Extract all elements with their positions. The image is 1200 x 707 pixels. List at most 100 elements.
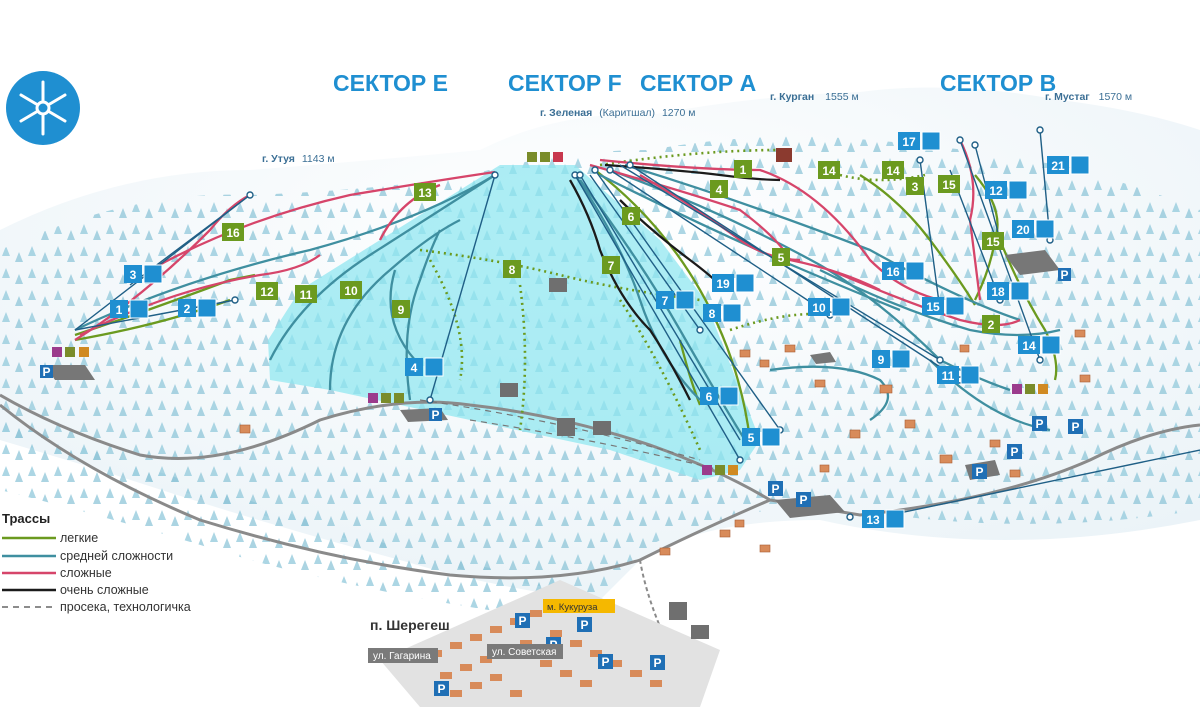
svg-text:просека, технологичка: просека, технологичка — [60, 600, 191, 614]
lift-label-12: 12 — [985, 180, 1028, 200]
parking-icon: P — [796, 492, 811, 507]
svg-text:21: 21 — [1051, 159, 1065, 173]
sector-b-title: СЕКТОР B — [940, 70, 1056, 96]
parking-icon: P — [429, 408, 442, 422]
ski-school-icon — [52, 347, 62, 357]
svg-text:4: 4 — [411, 361, 418, 375]
village-name: п. Шерегеш — [370, 617, 450, 633]
lift-label-5: 5 — [742, 427, 781, 447]
draglift-icon — [960, 365, 980, 385]
svg-text:P: P — [653, 656, 661, 670]
svg-text:P: P — [42, 365, 50, 379]
svg-text:13: 13 — [418, 186, 432, 200]
cafe-icon — [79, 347, 89, 357]
street-sovetskaya: ул. Советская — [487, 644, 563, 659]
draglift-icon — [891, 349, 911, 369]
snow-groomer-icon — [500, 383, 518, 397]
parking-icon: P — [515, 613, 530, 628]
draglift-icon — [905, 261, 925, 281]
trail-label-16: 16 — [222, 223, 244, 241]
chairlift-icon — [1008, 180, 1028, 200]
svg-text:4: 4 — [716, 183, 723, 197]
gondola-icon — [129, 299, 149, 319]
chairlift-icon — [945, 296, 965, 316]
svg-text:18: 18 — [991, 285, 1005, 299]
lift-label-6: 6 — [700, 386, 739, 406]
sector-f-title: СЕКТОР F — [508, 70, 622, 96]
svg-text:15: 15 — [926, 300, 940, 314]
svg-text:P: P — [771, 482, 779, 496]
trail-label-14a: 14 — [818, 161, 840, 179]
svg-text:6: 6 — [706, 390, 713, 404]
svg-text:16: 16 — [886, 265, 900, 279]
trail-label-4: 4 — [710, 180, 728, 198]
svg-text:7: 7 — [662, 294, 669, 308]
lower-road — [0, 403, 771, 580]
trail-label-15b: 15 — [982, 232, 1004, 250]
svg-text:10: 10 — [812, 301, 826, 315]
cafe-icon — [1038, 384, 1048, 394]
parking-signs: P P P P P P P P P P P P P P P — [40, 268, 1083, 696]
parking-icon: P — [1068, 419, 1083, 434]
market-kukuruza: м. Кукуруза — [543, 599, 615, 613]
svg-text:12: 12 — [989, 184, 1003, 198]
snow-groomer-icon — [549, 278, 567, 292]
svg-text:8: 8 — [509, 263, 516, 277]
svg-text:19: 19 — [716, 277, 730, 291]
trail-label-15a: 15 — [938, 175, 960, 193]
ski-school-icon — [1012, 384, 1022, 394]
first-aid-icon — [553, 152, 563, 162]
parking-icon: P — [1032, 416, 1047, 431]
svg-text:11: 11 — [942, 369, 955, 383]
svg-text:P: P — [437, 682, 445, 696]
parking-icon: P — [40, 365, 53, 379]
buildings — [239, 329, 1091, 556]
draglift-icon — [761, 427, 781, 447]
lift-label-20: 20 — [1012, 219, 1055, 239]
svg-text:9: 9 — [878, 353, 885, 367]
lift-label-1: 1 — [110, 299, 149, 319]
draglift-icon — [197, 298, 217, 318]
svg-text:13: 13 — [866, 513, 880, 527]
svg-text:средней сложности: средней сложности — [60, 549, 173, 563]
svg-text:P: P — [975, 465, 983, 479]
svg-text:16: 16 — [226, 226, 240, 240]
cross-country-icon — [669, 602, 687, 620]
easy-trails-dotted — [419, 148, 926, 451]
green-trail-labels: 1 2 3 4 5 6 7 8 9 10 11 12 13 14 14 15 1… — [222, 160, 1004, 333]
trail-label-7: 7 — [602, 256, 620, 274]
chairlift-icon — [143, 264, 163, 284]
svg-text:P: P — [580, 618, 588, 632]
wc-icon — [715, 465, 725, 475]
svg-text:P: P — [1060, 268, 1068, 282]
lift-label-10: 10 — [808, 297, 851, 317]
svg-text:легкие: легкие — [60, 531, 98, 545]
legend-item-service-path: просека, технологичка — [2, 600, 191, 614]
snow-groomer-icon — [691, 625, 709, 639]
lift-label-11: 11 — [937, 365, 980, 385]
restaurant-icon — [776, 148, 792, 162]
ski-school-icon — [368, 393, 378, 403]
parking-icon: P — [1007, 444, 1022, 459]
parking-icon: P — [1058, 268, 1071, 282]
svg-text:11: 11 — [300, 288, 313, 302]
peak-mustag: г. Мустаг 1570 м — [1045, 91, 1132, 103]
svg-text:5: 5 — [778, 251, 785, 265]
svg-text:P: P — [1071, 420, 1079, 434]
draglift-icon — [1041, 335, 1061, 355]
lift-label-4: 4 — [405, 357, 444, 377]
svg-text:P: P — [431, 408, 439, 422]
svg-text:P: P — [1035, 417, 1043, 431]
peak-mustag-name: г. Мустаг — [1045, 91, 1090, 103]
svg-text:ул. Гагарина: ул. Гагарина — [373, 651, 431, 662]
svg-text:8: 8 — [709, 307, 716, 321]
svg-text:9: 9 — [398, 303, 405, 317]
trail-label-10: 10 — [340, 281, 362, 299]
trail-label-6: 6 — [622, 207, 640, 225]
peak-zelenaya-height: 1270 м — [662, 107, 696, 119]
parking-icon: P — [598, 654, 613, 669]
trail-label-11: 11 — [295, 285, 317, 303]
service-icons — [52, 148, 1048, 639]
svg-text:6: 6 — [628, 210, 635, 224]
lift-label-16: 16 — [882, 261, 925, 281]
